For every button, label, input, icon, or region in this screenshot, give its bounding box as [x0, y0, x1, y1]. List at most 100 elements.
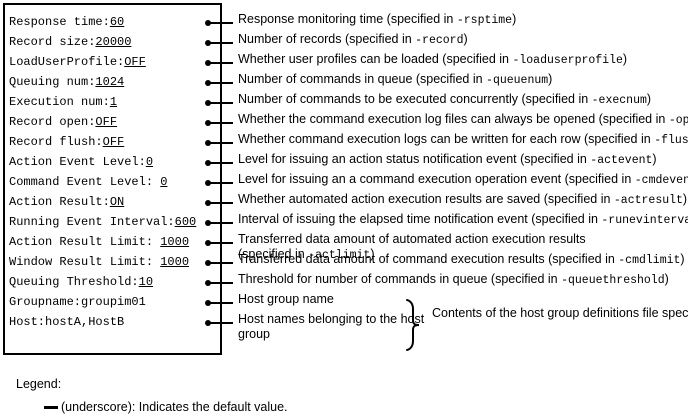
parameter-default-value: OFF	[95, 115, 118, 129]
leader-line	[208, 242, 233, 244]
leader-line	[208, 322, 233, 324]
parameter-default-value: 600	[174, 215, 197, 229]
description-text: Host group name	[238, 292, 334, 307]
parameter-label: Execution num:	[9, 95, 110, 109]
parameter-label: LoadUserProfile:	[9, 55, 125, 69]
parameter-label: Queuing Threshold:	[9, 275, 139, 289]
parameter-row: LoadUserProfile:OFF Whether user profiles…	[0, 52, 688, 74]
description-option: -runevinterval	[601, 214, 688, 227]
description-text: Whether automated action execution resul…	[238, 192, 687, 208]
description-option: -record	[415, 34, 464, 47]
parameter-label: Record flush:	[9, 135, 103, 149]
description-text: Whether user profiles can be loaded (spe…	[238, 52, 627, 68]
parameter-default-value: 1000	[160, 255, 190, 269]
description-option: -open	[668, 114, 688, 127]
description-main: Number of records (specified in	[238, 32, 416, 46]
parameter-text: Record flush:OFF	[9, 134, 124, 151]
description-option: -execnum	[591, 94, 647, 107]
description-main: Transferred data amount of command execu…	[238, 252, 619, 266]
parameter-row: Window Result Limit: 1000 Transferred dat…	[0, 252, 688, 274]
description-tail: )	[622, 52, 628, 66]
description-option: -cmdevent	[634, 174, 688, 187]
parameter-text: Response time:60	[9, 14, 124, 31]
parameter-row: Record flush:OFF Whether command executio…	[0, 132, 688, 154]
description-main: Interval of issuing the elapsed time not…	[238, 212, 602, 226]
parameter-default-value: 1	[109, 95, 118, 109]
description-text: Threshold for number of commands in queu…	[238, 272, 669, 288]
description-text: Transferred data amount of automated act…	[238, 232, 586, 263]
parameter-label: Record open:	[9, 115, 96, 129]
parameter-default-value: 1000	[160, 235, 190, 249]
description-option: -flush	[654, 134, 688, 147]
parameter-text: Command Event Level: 0	[9, 174, 167, 191]
description-second-line-text: (specified in	[238, 247, 309, 261]
parameter-default-value: 60	[109, 15, 125, 29]
parameter-label: Action Result:	[9, 195, 110, 209]
description-main: Number of commands to be executed concur…	[238, 92, 592, 106]
parameter-default-value: 10	[138, 275, 154, 289]
parameter-row: Groupname:groupim01 Host group name	[0, 292, 688, 314]
parameter-default-value: 0	[145, 155, 154, 169]
description-second-line-option: -actlimit	[308, 249, 371, 262]
parameter-row: Record size:20000 Number of records (spec…	[0, 32, 688, 54]
parameter-row: Action Result Limit: 1000 Transferred dat…	[0, 232, 688, 262]
description-text: Whether command execution logs can be wr…	[238, 132, 688, 148]
parameter-text: Groupname:groupim01	[9, 294, 146, 311]
leader-line	[208, 162, 233, 164]
parameter-text: LoadUserProfile:OFF	[9, 54, 146, 71]
leader-line	[208, 302, 233, 304]
description-main: Level for issuing an action status notif…	[238, 152, 591, 166]
description-main: Host group name	[238, 292, 334, 306]
underscore-mark-icon	[44, 406, 58, 409]
description-main: Threshold for number of commands in queu…	[238, 272, 562, 286]
description-option: -queuenum	[486, 74, 549, 87]
description-tail: )	[463, 32, 468, 46]
parameter-label: Command Event Level:	[9, 175, 161, 189]
description-text: Number of commands in queue (specified i…	[238, 72, 552, 88]
description-second-line: (specified in -actlimit)	[238, 247, 586, 263]
parameter-label: Running Event Interval:	[9, 215, 175, 229]
parameter-row: Host:hostA,HostB Host names belonging to …	[0, 312, 688, 341]
parameter-row: Execution num:1 Number of commands to be …	[0, 92, 688, 114]
description-main: Host names belonging to the host	[238, 312, 425, 326]
parameter-row: Queuing Threshold:10 Threshold for number…	[0, 272, 688, 294]
leader-line	[208, 222, 233, 224]
leader-line	[208, 42, 233, 44]
parameter-label: Groupname:groupim01	[9, 295, 146, 309]
legend-entry-text: (underscore): Indicates the default valu…	[61, 400, 288, 414]
description-main: Transferred data amount of automated act…	[238, 232, 586, 246]
description-tail: )	[682, 192, 688, 206]
description-tail: )	[512, 12, 517, 26]
description-text: Number of records (specified in -record)	[238, 32, 468, 48]
parameter-text: Queuing Threshold:10	[9, 274, 153, 291]
group-note-line1: Contents of the host group definitions f…	[432, 306, 659, 320]
leader-line	[208, 82, 233, 84]
description-text: Interval of issuing the elapsed time not…	[238, 212, 688, 228]
parameter-text: Record size:20000	[9, 34, 131, 51]
description-tail: )	[646, 92, 652, 106]
parameter-text: Record open:OFF	[9, 114, 117, 131]
parameter-default-value: ON	[109, 195, 125, 209]
description-option: -rsptime	[456, 14, 513, 27]
description-second-line-text: group	[238, 327, 270, 341]
leader-line	[208, 182, 233, 184]
group-definitions-note: Contents of the host group definitions f…	[432, 305, 688, 323]
description-option: -loaduserprofile	[512, 54, 623, 67]
parameter-label: Record size:	[9, 35, 96, 49]
description-option: -actevent	[590, 154, 653, 167]
description-text: Response monitoring time (specified in -…	[238, 12, 516, 28]
parameter-text: Host:hostA,HostB	[9, 314, 124, 331]
description-main: Whether user profiles can be loaded (spe…	[238, 52, 513, 66]
leader-line	[208, 142, 233, 144]
description-second-line-tail: )	[370, 247, 375, 261]
legend-title: Legend:	[16, 377, 62, 391]
parameter-text: Action Result Limit: 1000	[9, 234, 189, 251]
group-brace-icon	[404, 298, 426, 352]
parameter-label: Window Result Limit:	[9, 255, 161, 269]
parameter-row: Record open:OFF Whether the command execu…	[0, 112, 688, 134]
description-main: Whether the command execution log files …	[238, 112, 669, 126]
parameter-label: Response time:	[9, 15, 110, 29]
